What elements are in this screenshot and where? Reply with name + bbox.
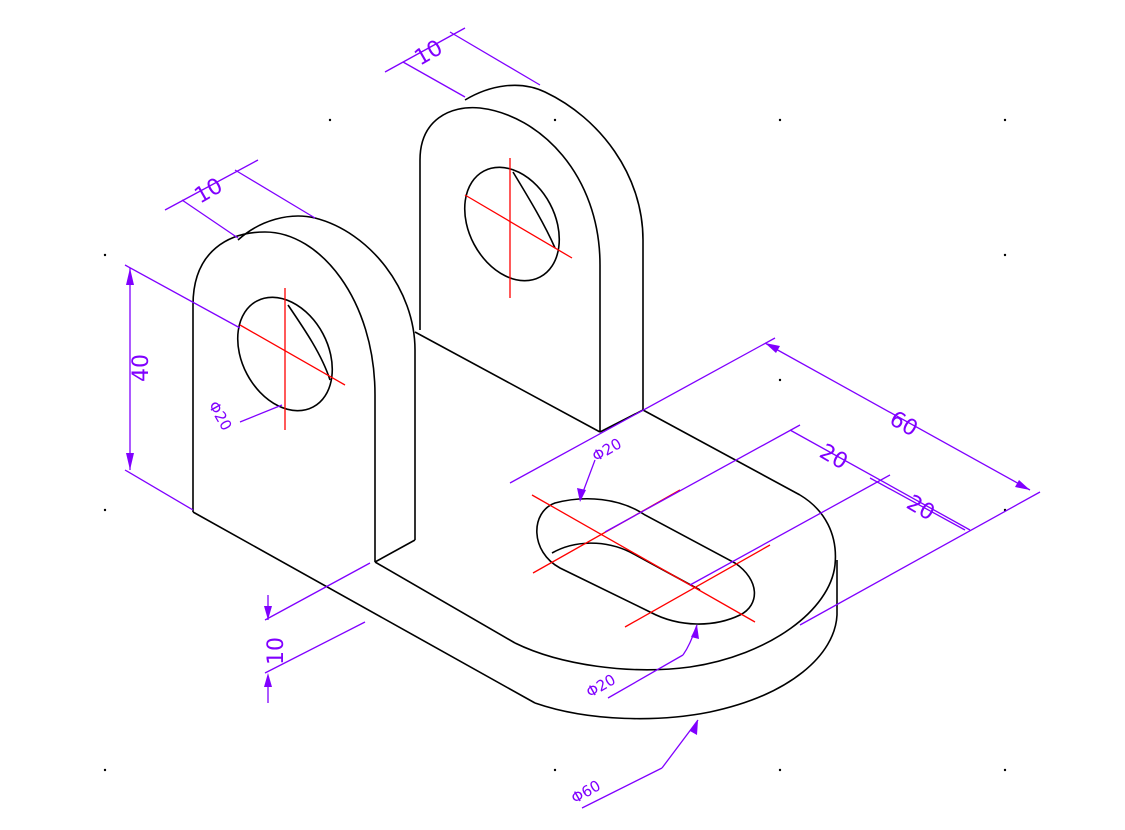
part-outline bbox=[192, 84, 838, 720]
right-hole bbox=[463, 166, 561, 282]
dim-left-hole: Φ20 bbox=[205, 398, 236, 434]
dim-slot-bottom: Φ20 bbox=[583, 670, 619, 701]
grid-dots bbox=[103, 118, 1007, 772]
slot bbox=[536, 498, 756, 625]
dim-slot-offset: 20 bbox=[815, 440, 852, 476]
left-upright-back bbox=[237, 215, 416, 540]
dim-slot-top: Φ20 bbox=[589, 434, 625, 465]
left-upright-front bbox=[192, 231, 376, 562]
dim-base-radius: Φ60 bbox=[568, 776, 604, 807]
dim-height: 40 bbox=[129, 354, 154, 382]
dim-base-thickness: 10 bbox=[264, 637, 289, 665]
center-lines bbox=[239, 158, 771, 628]
right-upright-front bbox=[419, 106, 601, 432]
dimensions: 10 10 40 Φ20 10 60 20 20 Φ20 Φ20 Φ60 bbox=[124, 27, 1041, 809]
left-hole bbox=[236, 296, 334, 412]
right-upright-back bbox=[464, 84, 644, 410]
